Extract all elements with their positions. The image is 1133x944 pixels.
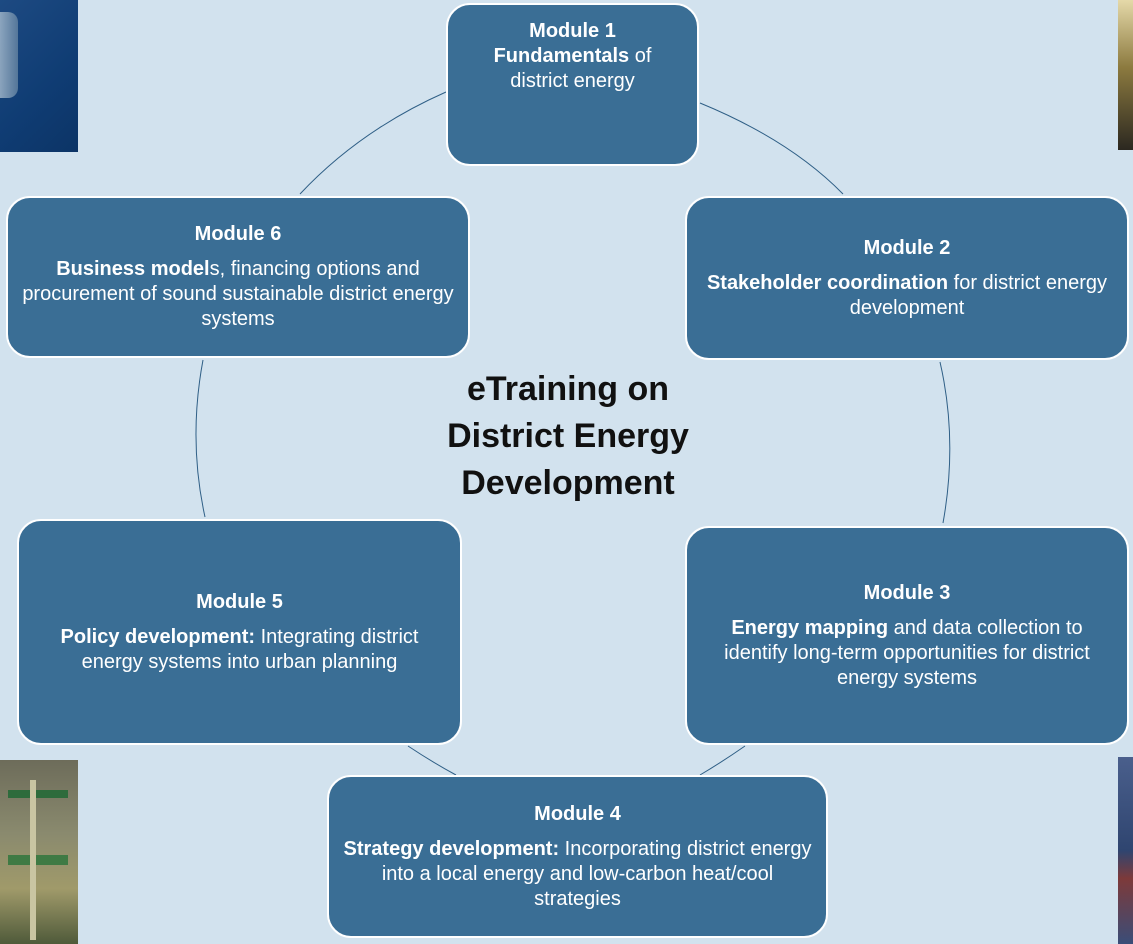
module-3-description: Energy mapping and data collection to id… [701, 616, 1113, 691]
center-title-line-2: District Energy [447, 417, 689, 455]
module-1-description-line2: district energy [510, 70, 635, 92]
module-4-text: Incorporating district energy into a loc… [381, 837, 812, 910]
module-6-box: Module 6 Business models, financing opti… [6, 196, 470, 358]
photo-top-right [1118, 0, 1133, 150]
photo-bottom-right [1118, 757, 1133, 944]
module-4-description: Strategy development: Incorporating dist… [343, 837, 812, 912]
module-6-title: Module 6 [194, 223, 282, 245]
module-3-title: Module 3 [863, 581, 951, 604]
module-2-text: for district energy development [849, 271, 1108, 319]
photo-top-left [0, 0, 78, 152]
module-1-highlight: Fundamentals [493, 45, 630, 67]
module-6-text: s, financing options and procurement of … [22, 258, 454, 330]
connector-4-5 [407, 745, 457, 776]
module-6-highlight: Business model [56, 258, 210, 280]
connector-3-4 [699, 745, 746, 776]
module-2-highlight: Stakeholder coordination [706, 271, 949, 294]
photo-bottom-left [0, 760, 78, 944]
module-1-text: of [629, 45, 652, 67]
module-4-highlight: Strategy development: [343, 837, 560, 860]
center-title-line-1: eTraining on [466, 370, 670, 408]
module-5-highlight: Policy development: [60, 625, 256, 648]
connector-1-2 [699, 102, 844, 195]
center-title: eTraining on District Energy Development [400, 366, 736, 507]
module-3-text: and data collection to identify long-ter… [724, 616, 1090, 689]
module-6-description: Business models, financing options and p… [22, 257, 454, 332]
module-5-text: Integrating district energy systems into… [81, 625, 419, 673]
module-1-description: Fundamentals of [494, 44, 652, 69]
module-1-title: Module 1 [529, 20, 616, 42]
connector-2-3 [939, 361, 951, 524]
module-3-highlight: Energy mapping [731, 616, 889, 639]
center-title-line-3: Development [461, 464, 675, 502]
module-4-title: Module 4 [534, 802, 621, 825]
module-3-box: Module 3 Energy mapping and data collect… [685, 526, 1129, 745]
module-2-box: Module 2 Stakeholder coordination for di… [685, 196, 1129, 360]
connector-5-6 [195, 359, 206, 518]
module-2-description: Stakeholder coordination for district en… [701, 271, 1113, 321]
module-4-box: Module 4 Strategy development: Incorpora… [327, 775, 828, 938]
module-5-box: Module 5 Policy development: Integrating… [17, 519, 462, 745]
module-5-title: Module 5 [196, 590, 283, 613]
module-1-box: Module 1 Fundamentals of district energy [446, 3, 699, 166]
module-5-description: Policy development: Integrating district… [33, 625, 446, 675]
connector-6-1 [299, 91, 447, 195]
module-2-title: Module 2 [863, 236, 951, 259]
